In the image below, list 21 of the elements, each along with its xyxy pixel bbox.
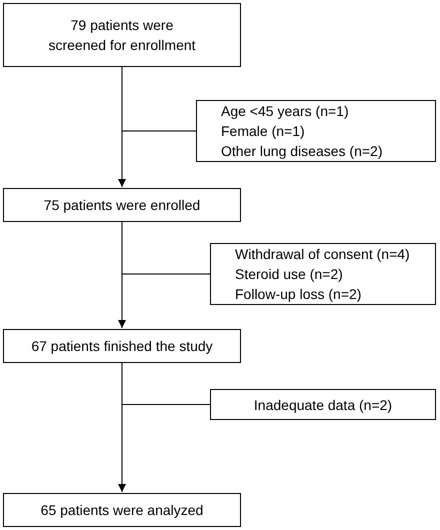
exclusion-box: [196, 100, 436, 162]
connector-line: [122, 362, 210, 405]
process-box: [3, 3, 241, 67]
exclusion-box: [210, 243, 436, 305]
box-text: 67 patients finished the study: [31, 337, 213, 356]
connector-line: [122, 66, 196, 132]
process-box: [3, 329, 241, 363]
box-text: Age <45 years (n=1): [221, 102, 349, 121]
box-text: Other lung diseases (n=2): [221, 142, 382, 161]
process-box: [3, 493, 241, 527]
box-text: Inadequate data (n=2): [254, 396, 392, 414]
process-box: [3, 188, 241, 222]
box-text: 75 patients were enrolled: [44, 196, 200, 215]
connector-line: [122, 222, 210, 274]
box-text: Steroid use (n=2): [235, 265, 343, 284]
exclusion-box: [210, 389, 436, 420]
box-text: 79 patients were screened for enrollment: [47, 16, 197, 55]
box-text: Follow-up loss (n=2): [235, 285, 362, 304]
box-text: Female (n=1): [221, 122, 305, 141]
box-text: Withdrawal of consent (n=4): [235, 245, 410, 264]
box-text: 65 patients were analyzed: [40, 501, 204, 520]
